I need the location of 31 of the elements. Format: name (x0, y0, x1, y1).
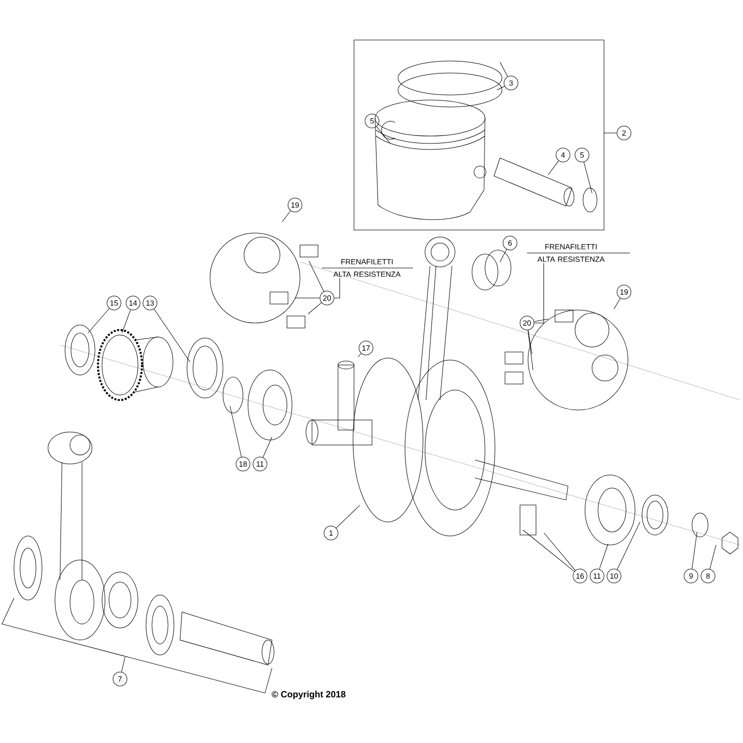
leader-line (500, 62, 508, 77)
leader-line (121, 656, 126, 672)
leader-line (534, 262, 544, 324)
copyright-text: © Copyright 2018 (272, 690, 346, 700)
leader-line (308, 260, 324, 292)
leader-line (376, 126, 390, 144)
leader-line (282, 210, 291, 222)
leader-line (334, 278, 340, 298)
leader-line (614, 298, 621, 310)
leader-line (230, 406, 242, 458)
leader-line (604, 132, 617, 134)
leader-line (88, 308, 110, 334)
leader-line (528, 330, 534, 370)
leader-line (500, 249, 507, 262)
leader-line (154, 308, 190, 362)
leader-line (496, 86, 505, 90)
leader-line (616, 522, 640, 570)
leader-line (710, 544, 716, 570)
leader-line (528, 330, 532, 354)
leader-line (336, 504, 360, 528)
leader-line (544, 532, 576, 571)
leader-line (548, 160, 559, 176)
leader-line (692, 532, 698, 570)
leader-line (522, 530, 575, 572)
leader-line (308, 302, 322, 314)
leader-line (584, 162, 592, 194)
leader-line (534, 318, 548, 322)
leader-line (122, 310, 131, 334)
leader-line (599, 544, 608, 570)
leader-line (262, 436, 272, 458)
leader-line (358, 353, 362, 358)
